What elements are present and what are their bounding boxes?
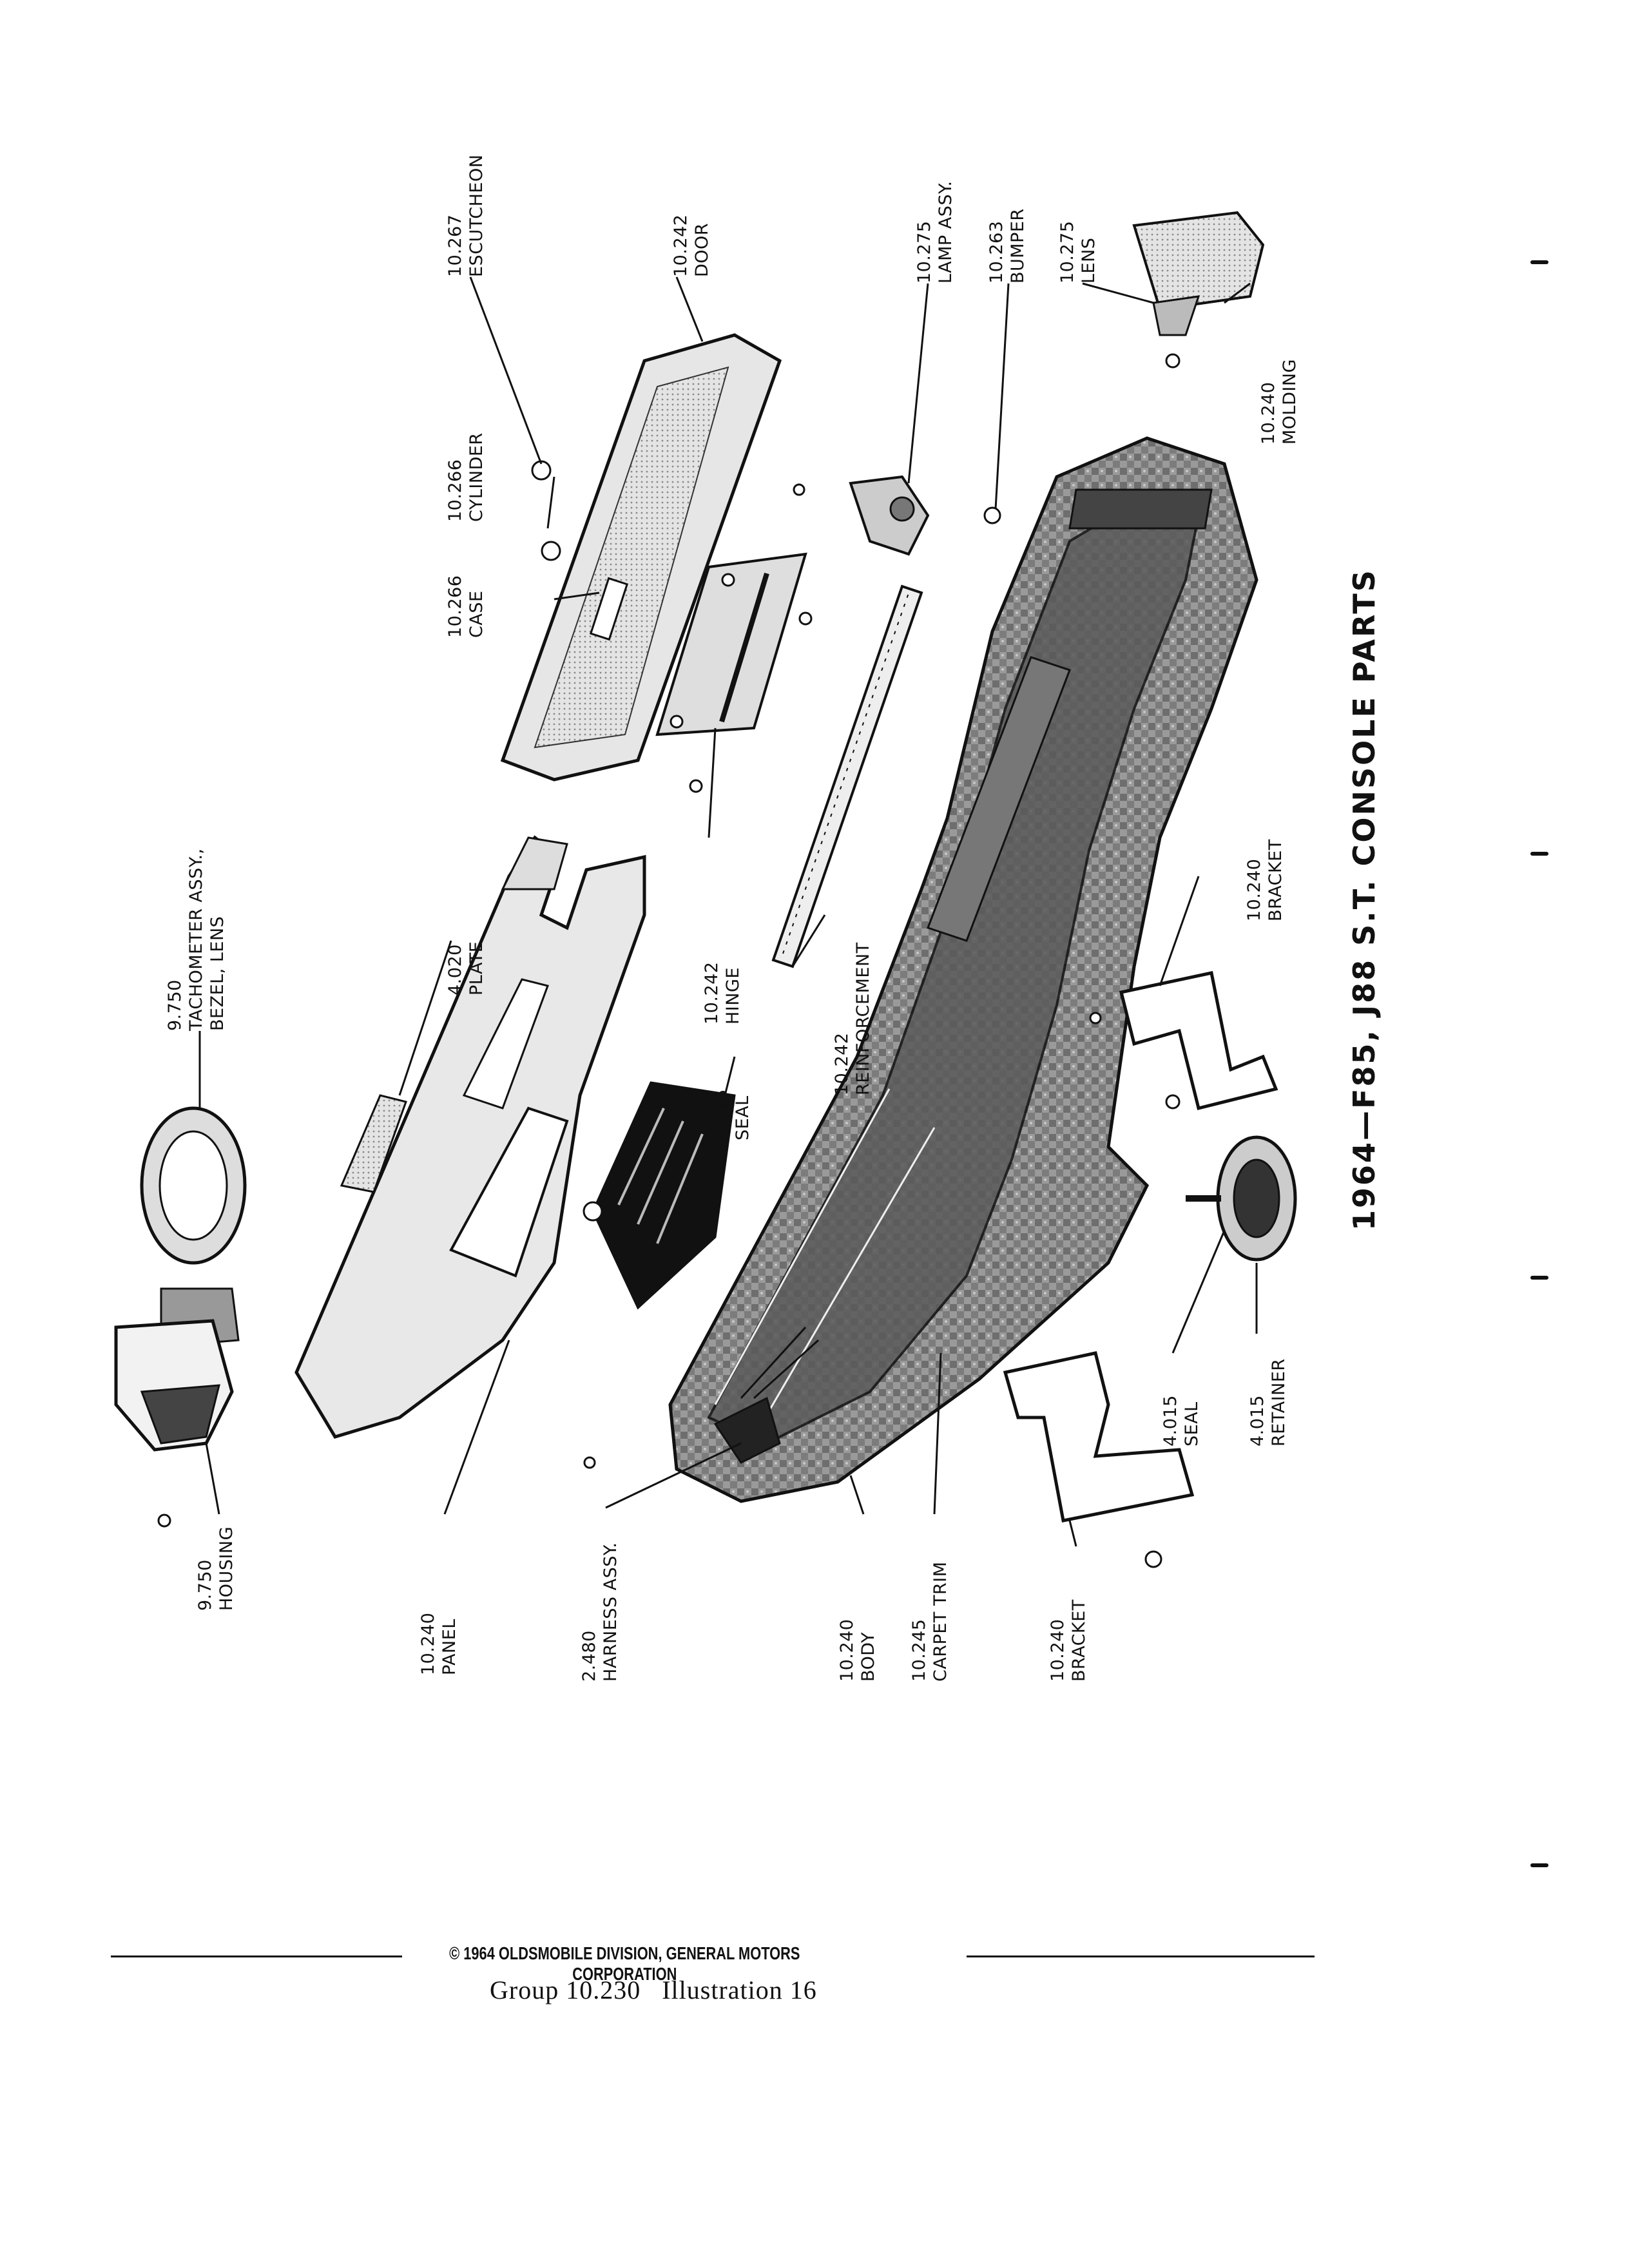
callout-retainer: 4.015 RETAINER (1247, 1358, 1289, 1446)
callout-bracket-left: 10.240 BRACKET (1047, 1599, 1090, 1682)
callout-seal-upper: 4.015 SEAL (711, 1089, 753, 1140)
callout-number: 10.242 (702, 961, 722, 1024)
callout-name-2: BEZEL, LENS (207, 916, 227, 1031)
reinforcement-bar (771, 584, 923, 968)
callout-number: 4.015 (1248, 1395, 1268, 1446)
callout-name: PANEL (439, 1619, 459, 1675)
callout-number: 9.750 (165, 979, 185, 1031)
tachometer-assembly (140, 1106, 247, 1348)
bracket-left (1003, 1351, 1195, 1523)
callout-name: CYLINDER (467, 432, 487, 522)
callout-number: 10.240 (418, 1612, 438, 1675)
tachometer-housing (114, 1319, 234, 1452)
callout-name: BODY (858, 1631, 878, 1682)
console-body (668, 436, 1258, 1503)
callout-number: 4.020 (445, 944, 465, 995)
callout-number: 4.015 (1161, 1395, 1181, 1446)
callout-name: CASE (467, 590, 487, 638)
callout-lamp-assy: 10.275 LAMP ASSY. (914, 180, 956, 284)
callout-number: 10.240 (1258, 381, 1278, 445)
callout-name: BUMPER (1008, 208, 1028, 284)
callout-molding: 10.240 MOLDING (1258, 359, 1300, 445)
callout-name: MOLDING (1280, 359, 1300, 445)
console-hinge (655, 552, 807, 736)
leader-lines (198, 276, 1258, 1547)
callout-name: HINGE (723, 967, 743, 1024)
callout-lens-top: 10.275 LENS (1057, 221, 1099, 284)
console-door (500, 333, 782, 782)
callout-name: HOUSING (217, 1526, 236, 1611)
retainer-seal (1186, 1135, 1297, 1262)
callout-name: REINFORCEMENT (853, 942, 873, 1095)
callout-panel: 10.240 PANEL (418, 1613, 460, 1675)
callout-number: 10.242 (832, 1032, 852, 1095)
footer-rule-left (111, 1956, 402, 1957)
callout-body: 10.240 BODY (836, 1619, 879, 1682)
callout-name: SEAL (1182, 1401, 1202, 1446)
shift-seal-boot (583, 1081, 736, 1310)
callout-carpet-trim: 10.245 CARPET TRIM (909, 1561, 951, 1682)
console-panel (294, 835, 646, 1439)
plate (340, 1094, 407, 1193)
callout-name: TACHOMETER ASSY., (186, 848, 206, 1031)
group-illustration-line: Group 10.230 Illustration 16 (490, 1975, 817, 2004)
callout-number: 10.263 (987, 220, 1007, 284)
callout-hinge: 10.242 HINGE (701, 962, 744, 1024)
callout-number: 10.266 (445, 575, 465, 638)
callout-name: LENS (1079, 237, 1099, 284)
callout-number: 10.242 (671, 214, 691, 277)
callout-number: 4.015 (711, 1089, 731, 1140)
callout-number: 10.240 (1244, 858, 1264, 921)
footer: © 1964 OLDSMOBILE DIVISION, GENERAL MOTO… (0, 1939, 1629, 2068)
callout-number: 10.267 (445, 214, 465, 277)
callout-name: ESCUTCHEON (467, 154, 487, 277)
margin-marks (1530, 260, 1548, 1867)
fasteners (157, 460, 1181, 1568)
callout-number: 10.240 (1048, 1619, 1068, 1682)
callout-name: SEAL (733, 1095, 753, 1140)
molding-and-lens (1132, 211, 1265, 369)
page-title: 1964—F85, J88 S.T. CONSOLE PARTS (1347, 568, 1382, 1231)
callout-seal-lower: 4.015 SEAL (1160, 1395, 1202, 1446)
callout-plate: 4.020 PLATE (445, 941, 487, 995)
callout-case: 10.266 CASE (445, 575, 487, 638)
callout-cylinder: 10.266 CYLINDER (445, 432, 487, 522)
callout-housing: 9.750 HOUSING (195, 1526, 237, 1611)
callout-name: CARPET TRIM (930, 1561, 950, 1682)
callout-bracket-right: 10.240 BRACKET (1244, 839, 1286, 921)
callout-name: BRACKET (1266, 839, 1286, 921)
callout-escutcheon: 10.267 ESCUTCHEON (445, 155, 487, 277)
callout-name: HARNESS ASSY. (601, 1542, 621, 1682)
callout-number: 10.266 (445, 459, 465, 522)
callout-reinforcement: 10.242 REINFORCEMENT (831, 942, 874, 1095)
harness-connector (713, 1326, 820, 1464)
callout-door: 10.242 DOOR (670, 215, 713, 277)
callout-number: 10.240 (837, 1619, 857, 1682)
bracket-right (1119, 971, 1278, 1111)
callout-name: PLATE (467, 941, 487, 995)
callout-harness: 2.480 HARNESS ASSY. (579, 1542, 621, 1682)
callout-name: DOOR (692, 222, 712, 277)
callout-bumper: 10.263 BUMPER (986, 208, 1028, 284)
callout-name: RETAINER (1269, 1358, 1289, 1446)
lamp-assembly (849, 475, 1001, 556)
callout-tachometer: 9.750 TACHOMETER ASSY., BEZEL, LENS (164, 849, 228, 1031)
callout-number: 10.275 (914, 220, 934, 284)
copyright-notice: © 1964 OLDSMOBILE DIVISION, GENERAL MOTO… (449, 1943, 800, 1984)
callout-number: 10.245 (909, 1619, 929, 1682)
callout-number: 10.275 (1057, 220, 1077, 284)
callout-name: LAMP ASSY. (936, 180, 956, 284)
footer-rule-right (967, 1956, 1315, 1957)
callout-name: BRACKET (1069, 1599, 1089, 1682)
callout-number: 2.480 (579, 1630, 599, 1682)
callout-number: 9.750 (195, 1559, 215, 1611)
